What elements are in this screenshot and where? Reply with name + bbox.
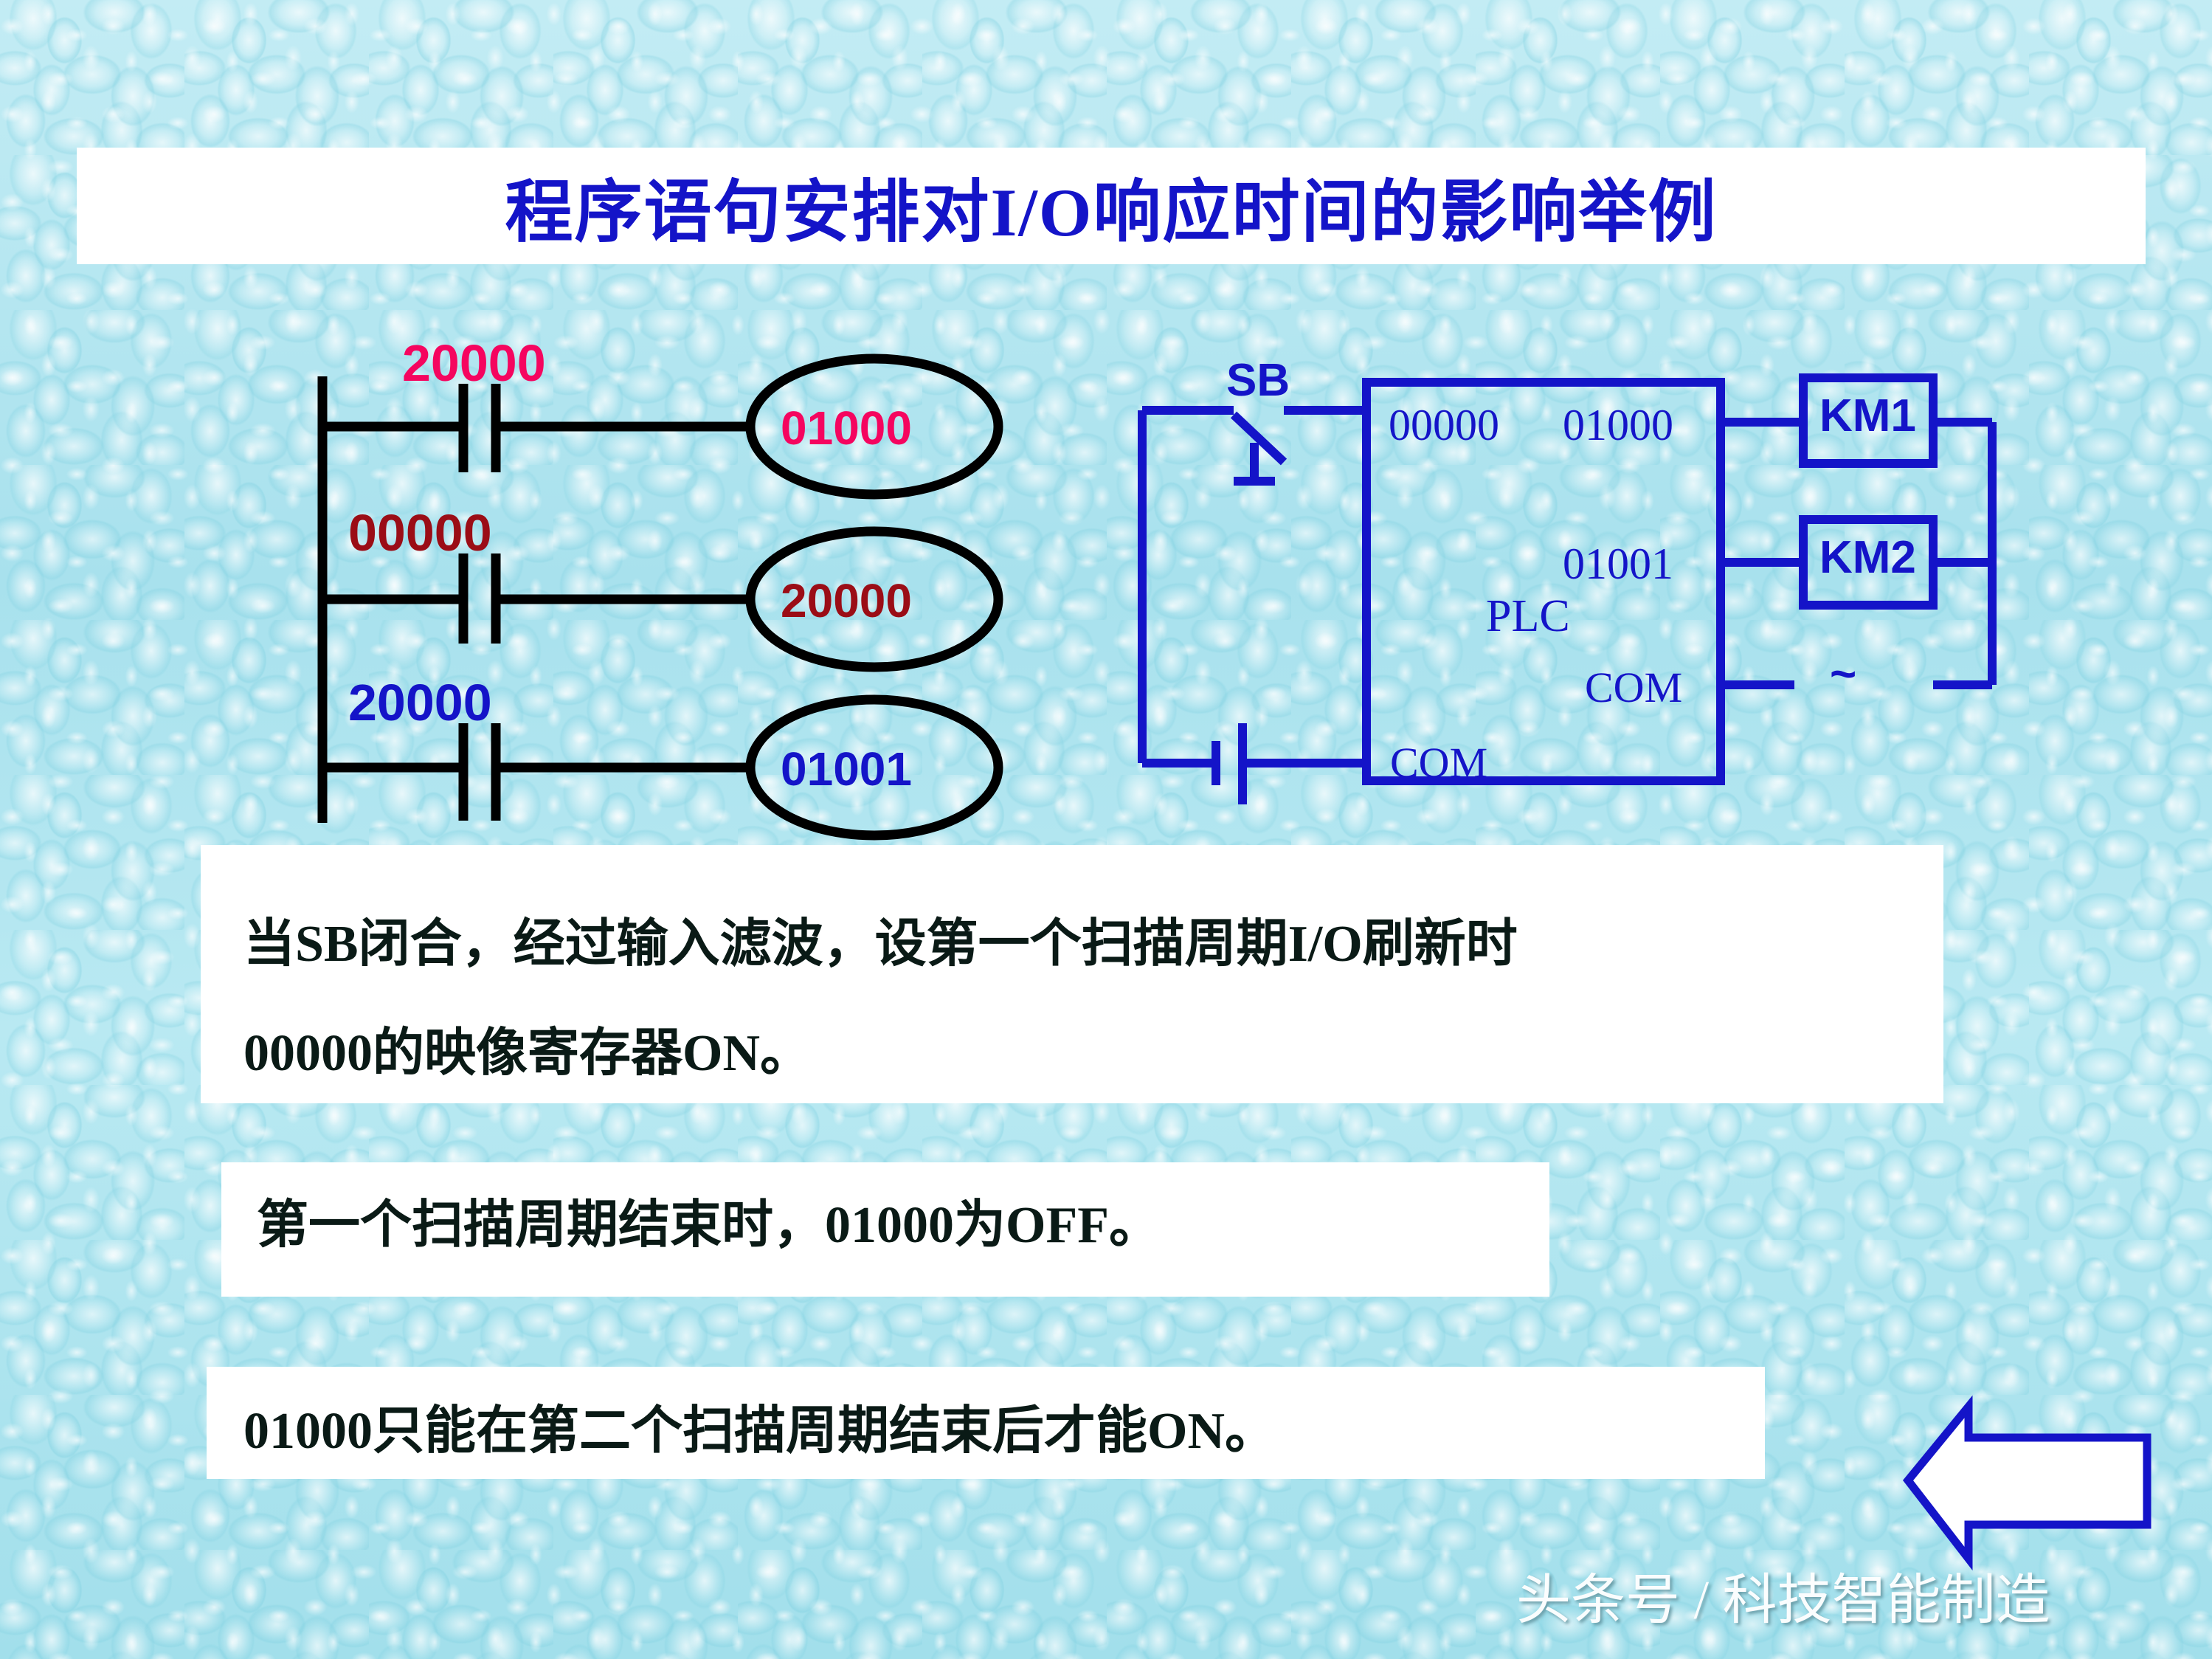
plc-output-terminal-label-01000: 01000 (1563, 401, 1673, 449)
ladder-coil-label-2: 20000 (781, 574, 912, 627)
ladder-coil-label-1: 01000 (781, 401, 912, 455)
explanation-box-3 (207, 1367, 1765, 1479)
plc-com-input-label: COM (1390, 739, 1488, 787)
ladder-diagram (317, 353, 1003, 841)
explanation-box-2 (221, 1162, 1549, 1297)
ac-supply-symbol: ~ (1830, 649, 1857, 700)
rung-3-coil (745, 694, 1003, 841)
explanation-line-1: 当SB闭合，经过输入滤波，设第一个扫描周期I/O刷新时 (243, 916, 1518, 973)
title-banner: 程序语句安排对I/O响应时间的影响举例 (77, 148, 2146, 264)
explanation-line-4: 01000只能在第二个扫描周期结束后才能ON。 (243, 1403, 1276, 1460)
plc-output-terminal-label-01001: 01001 (1563, 539, 1673, 588)
sb-switch-blade (1230, 411, 1288, 466)
explanation-box-1 (201, 845, 1943, 1103)
plc-input-terminal-label: 00000 (1389, 401, 1499, 449)
explanation-line-2: 00000的映像寄存器ON。 (243, 1025, 812, 1082)
plc-com-output-label: COM (1585, 663, 1683, 711)
rung-1-coil (745, 353, 1003, 500)
explanation-line-3: 第一个扫描周期结束时，01000为OFF。 (257, 1197, 1161, 1254)
ladder-contact-label-3: 20000 (348, 674, 492, 731)
watermark-text: 头条号 / 科技智能制造 (1516, 1570, 2050, 1631)
plc-label: PLC (1486, 591, 1570, 641)
km1-label: KM1 (1819, 390, 1916, 441)
ladder-contact-label-1: 20000 (402, 334, 546, 392)
rung-2-coil (745, 526, 1003, 672)
sb-switch-label: SB (1226, 355, 1290, 406)
ladder-coil-label-3: 01001 (781, 742, 912, 796)
ladder-contact-label-2: 00000 (348, 504, 492, 562)
plc-wiring-diagram (1138, 373, 1997, 804)
km2-label: KM2 (1819, 532, 1916, 583)
page-title: 程序语句安排对I/O响应时间的影响举例 (505, 174, 1718, 250)
back-arrow-icon[interactable] (1902, 1395, 2151, 1571)
plc-body (1362, 378, 1725, 785)
